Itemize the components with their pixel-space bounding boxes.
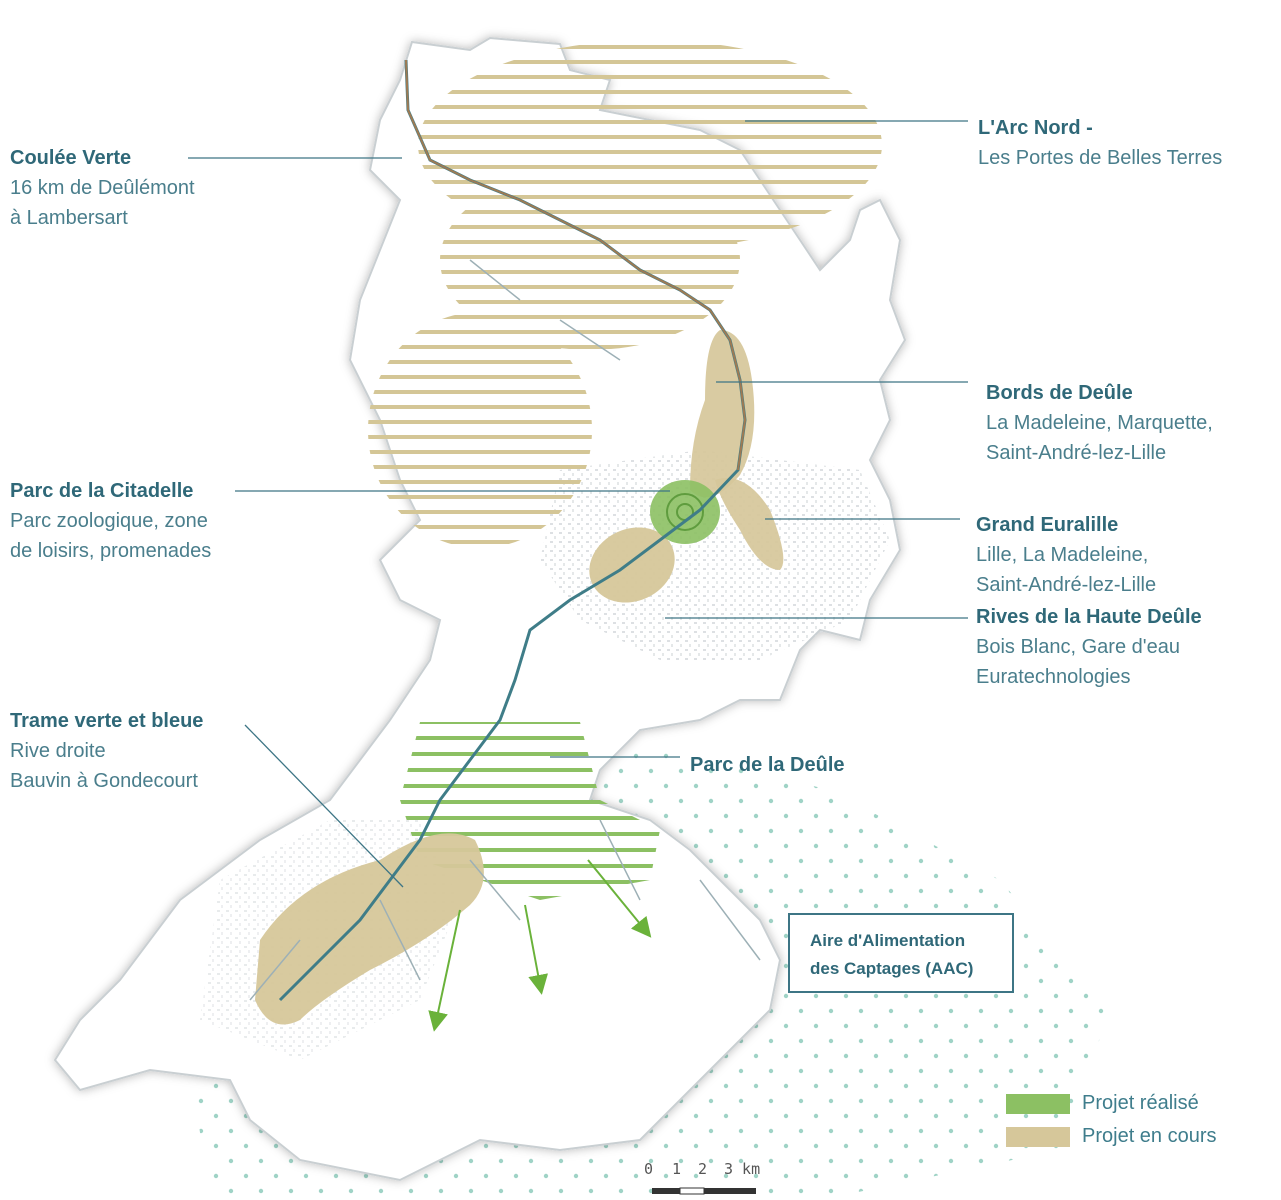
legend-label-realise: Projet réalisé	[1082, 1092, 1199, 1114]
label-subtitle: à Lambersart	[10, 207, 128, 229]
flow-arrow	[428, 909, 461, 1032]
label-title: L'Arc Nord -	[978, 117, 1093, 139]
label-bords-de-deule: Bords de Deûle La Madeleine, Marquette, …	[986, 378, 1213, 468]
belles-terres-hatched-area	[440, 170, 740, 350]
urban-fabric	[540, 450, 890, 660]
label-subtitle: Euratechnologies	[976, 666, 1131, 688]
flow-arrow	[587, 859, 652, 938]
label-subtitle: de loisirs, promenades	[10, 540, 212, 562]
label-title: Parc de la Citadelle	[10, 480, 194, 502]
label-subtitle: Parc zoologique, zone	[10, 510, 208, 532]
label-trame-verte-bleue: Trame verte et bleue Rive droite Bauvin …	[10, 706, 203, 796]
label-arc-nord: L'Arc Nord - Les Portes de Belles Terres	[978, 113, 1222, 173]
label-subtitle: Bois Blanc, Gare d'eau	[976, 636, 1180, 658]
aac-line-2: des Captages (AAC)	[810, 959, 974, 978]
scale-tick: 2	[698, 1160, 708, 1178]
label-coulee-verte: Coulée Verte 16 km de Deûlémont à Lamber…	[10, 143, 195, 233]
lambersart-hatched-area	[368, 312, 592, 548]
trame-verte-bleue-zone	[255, 833, 484, 1025]
label-subtitle: Lille, La Madeleine,	[976, 544, 1149, 566]
label-subtitle: Rive droite	[10, 740, 106, 762]
aac-label-box: Aire d'Alimentation des Captages (AAC)	[788, 913, 1014, 993]
label-subtitle: La Madeleine, Marquette,	[986, 412, 1213, 434]
label-title: Grand Euralille	[976, 514, 1119, 536]
secondary-waterways	[249, 259, 761, 1001]
flow-arrow	[524, 904, 548, 995]
legend-swatch-en-cours	[1006, 1126, 1070, 1147]
label-subtitle: 16 km de Deûlémont	[10, 177, 195, 199]
label-title: Coulée Verte	[10, 147, 132, 169]
label-rives-haute-deule: Rives de la Haute Deûle Bois Blanc, Gare…	[976, 602, 1202, 692]
scale-tick: 3 km	[724, 1160, 761, 1178]
label-grand-euralille: Grand Euralille Lille, La Madeleine, Sai…	[976, 510, 1156, 600]
aac-line-1: Aire d'Alimentation	[810, 931, 966, 950]
citadelle-star	[666, 493, 704, 531]
citadelle-realised-zone	[650, 480, 720, 544]
label-title: Parc de la Deûle	[690, 754, 845, 776]
coulee-verte-path	[405, 59, 747, 471]
label-subtitle: Saint-André-lez-Lille	[976, 574, 1157, 596]
scale-tick: 1	[672, 1160, 682, 1178]
leader-lines	[188, 120, 968, 888]
label-title: Rives de la Haute Deûle	[976, 606, 1202, 628]
legend-item-realise: Projet réalisé	[1006, 1092, 1199, 1115]
label-parc-deule: Parc de la Deûle	[690, 750, 845, 780]
label-title: Bords de Deûle	[986, 382, 1133, 404]
legend-item-en-cours: Projet en cours	[1006, 1125, 1217, 1148]
label-subtitle: Les Portes de Belles Terres	[978, 147, 1223, 169]
grand-euralille-zone	[715, 478, 784, 570]
label-subtitle: Saint-André-lez-Lille	[986, 442, 1167, 464]
legend-label-en-cours: Projet en cours	[1082, 1125, 1217, 1147]
label-parc-citadelle: Parc de la Citadelle Parc zoologique, zo…	[10, 476, 211, 566]
legend-swatch-realise	[1006, 1093, 1070, 1114]
label-title: Trame verte et bleue	[10, 710, 204, 732]
label-subtitle: Bauvin à Gondecourt	[10, 770, 198, 792]
scale-bar	[652, 1187, 756, 1195]
scale-tick: 0	[644, 1160, 654, 1178]
